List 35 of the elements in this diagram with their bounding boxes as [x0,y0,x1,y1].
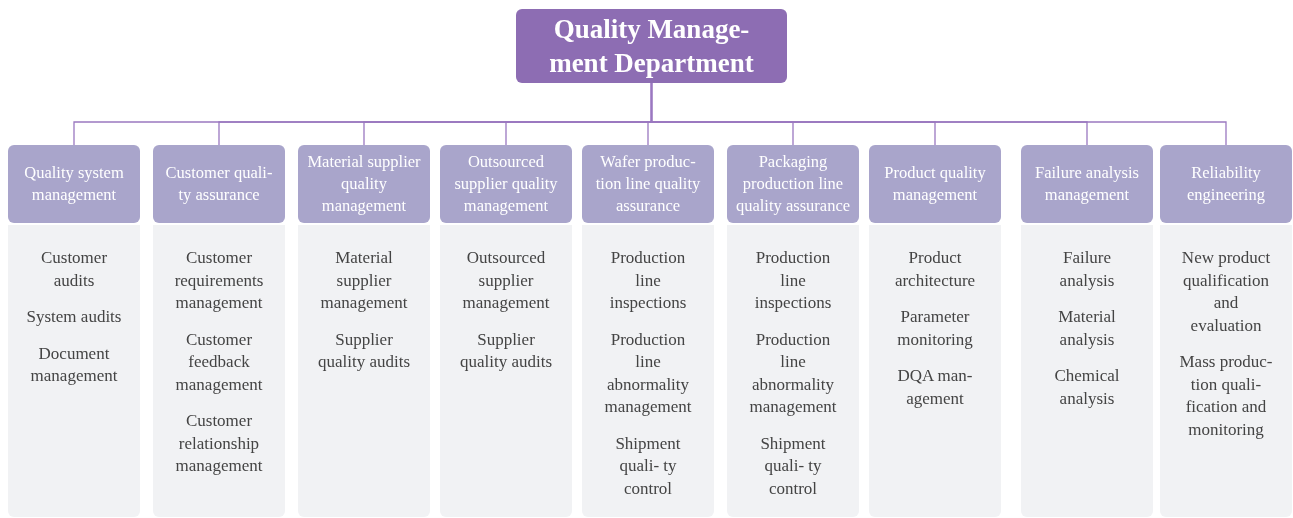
task-text: Supplier quality audits [458,328,554,373]
task-text: Material supplier management [319,247,409,314]
task-text: Supplier quality audits [316,328,412,373]
task-text: System audits [26,306,122,328]
task-text: Customer relationship management [174,410,264,477]
task-text: Outsourced supplier management [461,247,551,314]
task-text: Mass produc- tion quali- fication and monitoring [1178,351,1274,441]
task-text: Customer requirements management [173,247,265,314]
task-text: Failure analysis [1058,247,1116,292]
connector-line [650,82,1227,146]
unit-header-box: Product quality management [869,145,1001,223]
department-box: Quality Manage- ment Department [516,9,787,83]
task-text: Product architecture [893,247,977,292]
task-text: Document management [29,342,119,387]
task-text: Customer audits [39,247,109,292]
unit-header-box: Failure analysis management [1021,145,1153,223]
task-text: Production line abnormality management [748,328,838,418]
task-text: New product qualification and evaluation [1180,247,1272,337]
unit-header-box: Quality system management [8,145,140,223]
task-text: Production line inspections [753,247,833,314]
task-text: Customer feedback management [174,328,264,396]
task-text: Material analysis [1057,306,1117,351]
unit-header-box: Outsourced supplier quality management [440,145,572,223]
task-text: Shipment quali- ty control [759,432,827,500]
task-text: Parameter monitoring [896,306,974,351]
unit-header-box: Packaging production line quality assurance [727,145,859,223]
task-text: Chemical analysis [1053,365,1121,410]
unit-header-box: Material supplier quality management [298,145,430,223]
task-text: Production line abnormality management [603,328,693,418]
task-text: Production line inspections [608,247,688,314]
task-text: Shipment quali- ty control [614,432,682,500]
task-text: DQA man- agement [896,365,974,410]
unit-header-box: Customer quali- ty assurance [153,145,285,223]
unit-header-box: Wafer produc- tion line quality assurance [582,145,714,223]
unit-header-box: Reliability engineering [1160,145,1292,223]
